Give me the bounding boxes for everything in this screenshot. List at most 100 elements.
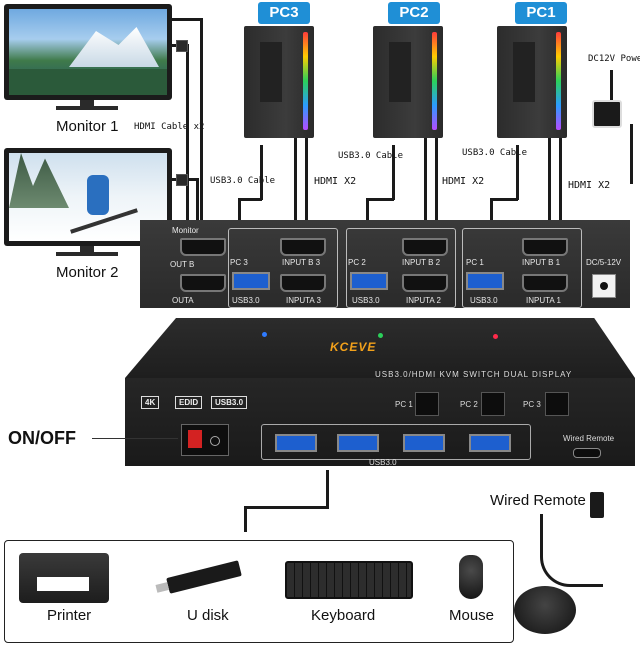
usb-cable-label-2: USB3.0 Cable — [338, 151, 404, 161]
out-b-label: OUT B — [170, 260, 195, 269]
pc2-select-button[interactable] — [481, 392, 505, 416]
monitor-2-base — [56, 252, 118, 256]
pc3-tower — [244, 26, 314, 138]
power-adapter-icon — [592, 100, 622, 128]
monitor-port-label: Monitor — [172, 226, 199, 235]
pc2-button-label: PC 2 — [460, 400, 478, 409]
pc3-select-button[interactable] — [545, 392, 569, 416]
input-a1-label: INPUTA 1 — [526, 296, 561, 305]
pc3-port-group — [228, 228, 338, 308]
input-b2-hdmi-port[interactable] — [402, 238, 448, 256]
pc2-usb-label: USB3.0 — [352, 296, 380, 305]
input-b3-hdmi-port[interactable] — [280, 238, 326, 256]
monitor-2-stand — [80, 246, 94, 252]
usb-cable-label-3: USB3.0 Cable — [462, 148, 528, 158]
monitor-1-cable — [186, 44, 189, 224]
monitor-2-cable — [196, 178, 199, 224]
pc2-hdmi-cable-a — [424, 138, 427, 228]
wired-remote-port-label: Wired Remote — [563, 434, 615, 443]
dc-jack[interactable] — [592, 274, 616, 298]
power-switch-rocker — [188, 430, 202, 448]
power-switch[interactable] — [181, 424, 229, 456]
pc2-port-group — [346, 228, 456, 308]
monitor-1-base — [56, 106, 118, 110]
pc3-usb-cable — [260, 145, 263, 200]
monitor-1-label: Monitor 1 — [56, 118, 119, 135]
pc2-usb-cable-h — [366, 198, 394, 201]
pc2-usb-port[interactable] — [350, 272, 388, 290]
pc1-hdmi-cable-b — [559, 138, 562, 228]
pc2-usb-cable-v — [366, 198, 369, 226]
input-a2-label: INPUTA 2 — [406, 296, 441, 305]
input-b1-hdmi-port[interactable] — [522, 238, 568, 256]
pc3-usb-label: USB3.0 — [232, 296, 260, 305]
kvm-device-front: USB3.0/HDMI KVM SWITCH DUAL DISPLAY 4K E… — [125, 370, 635, 467]
mouse-icon — [459, 555, 483, 599]
pc1-usb-cable — [516, 145, 519, 200]
usb-cable-label-1: USB3.0 Cable — [210, 176, 276, 186]
badge-edid: EDID — [175, 396, 203, 409]
u-disk-icon — [155, 560, 242, 594]
front-usb-port-1[interactable] — [275, 434, 317, 452]
monitor-2-hdmi-plug — [176, 174, 188, 186]
monitor-1 — [4, 4, 172, 100]
keyboard-icon — [285, 561, 413, 599]
dc12v-power-label: DC12V Power — [588, 54, 640, 64]
wired-remote-plug — [590, 492, 604, 518]
pc1-usb-port[interactable] — [466, 272, 504, 290]
usb-hub-group — [261, 424, 531, 460]
pc1-usb-label: USB3.0 — [470, 296, 498, 305]
input-a1-hdmi-port[interactable] — [522, 274, 568, 292]
input-a3-label: INPUTA 3 — [286, 296, 321, 305]
pc1-button-label: PC 1 — [395, 400, 413, 409]
input-b3-label: INPUT B 3 — [282, 258, 321, 267]
wired-remote-puck[interactable] — [514, 586, 576, 634]
keyboard-label: Keyboard — [311, 607, 376, 624]
front-usb-port-4[interactable] — [469, 434, 511, 452]
pc3-usb-cable-h — [238, 198, 262, 201]
pc1-hdmi-cable-a — [548, 138, 551, 228]
pc1-usb-cable-h — [490, 198, 518, 201]
pc2-usb-cable — [392, 145, 395, 200]
led-pc2-indicator — [378, 333, 383, 338]
out-b-hdmi-port[interactable] — [180, 238, 226, 256]
pc1-tower — [497, 26, 567, 138]
u-disk-label: U disk — [187, 607, 229, 624]
pc3-badge: PC3 — [258, 2, 310, 24]
input-a3-hdmi-port[interactable] — [280, 274, 326, 292]
front-usb-port-2[interactable] — [337, 434, 379, 452]
hub-cable-v2 — [244, 506, 247, 532]
pc1-badge: PC1 — [515, 2, 567, 24]
hdmi-cable-x2-label: HDMI Cable x2 — [134, 122, 205, 132]
hdmi-x2-label-pc2: HDMI X2 — [442, 176, 485, 187]
peripherals-panel: Printer U disk Keyboard Mouse — [4, 540, 514, 643]
mouse-label: Mouse — [449, 607, 495, 624]
device-title: USB3.0/HDMI KVM SWITCH DUAL DISPLAY — [375, 370, 573, 379]
led-pc3-indicator — [493, 334, 498, 339]
pc2-tower — [373, 26, 443, 138]
on-off-callout: ON/OFF — [8, 428, 76, 448]
brand-logo: KCEVE — [330, 340, 377, 354]
input-a2-hdmi-port[interactable] — [402, 274, 448, 292]
monitor-cable-join — [200, 18, 203, 224]
hdmi-x2-label-pc3: HDMI X2 — [314, 176, 357, 187]
on-off-callout-line — [92, 438, 178, 439]
pc2-hdmi-cable-b — [435, 138, 438, 228]
pc3-button-label: PC 3 — [523, 400, 541, 409]
out-a-hdmi-port[interactable] — [180, 274, 226, 292]
front-usb-label: USB3.0 — [369, 458, 397, 467]
monitor-cable-top — [172, 18, 202, 21]
badge-usb3: USB3.0 — [211, 396, 248, 409]
wired-remote-port[interactable] — [573, 448, 601, 458]
hub-cable-h — [244, 506, 329, 509]
pc2-port-label: PC 2 — [348, 258, 366, 267]
front-usb-port-3[interactable] — [403, 434, 445, 452]
printer-label: Printer — [47, 607, 92, 624]
monitor-1-screen — [9, 9, 167, 95]
printer-icon — [19, 553, 109, 603]
pc1-select-button[interactable] — [415, 392, 439, 416]
led-pc1-indicator — [262, 332, 267, 337]
pc1-usb-cable-v — [490, 198, 493, 226]
badge-4k: 4K — [141, 396, 160, 409]
pc3-usb-port[interactable] — [232, 272, 270, 290]
